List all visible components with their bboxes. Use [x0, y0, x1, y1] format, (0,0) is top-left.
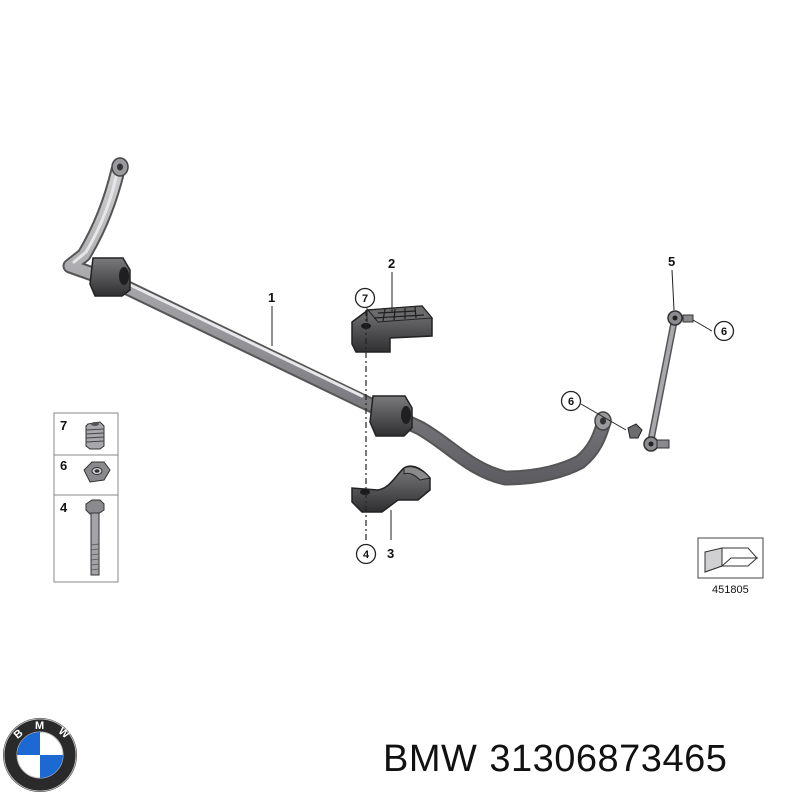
upper-bracket: [351, 305, 434, 353]
bar-bushing-right: [369, 395, 413, 437]
legend-number-4: 4: [60, 500, 68, 515]
svg-text:6: 6: [568, 396, 574, 408]
circled-callout-4: 4: [355, 543, 377, 565]
legend-number-6: 6: [60, 458, 67, 473]
circled-callout-7: 7: [354, 287, 376, 309]
hex-nut-icon: [83, 461, 111, 483]
direction-arrow-icon: [704, 547, 759, 573]
svg-text:6: 6: [721, 326, 727, 338]
part-caption: BMW 31306873465: [383, 738, 739, 781]
callout-part-2: 2: [388, 256, 395, 271]
legend-number-7: 7: [60, 418, 67, 433]
circled-callout-6-lower: 6: [560, 390, 582, 412]
drop-link: [643, 310, 694, 452]
fastener-legend: 7 6 4: [53, 412, 119, 583]
svg-text:4: 4: [363, 549, 370, 561]
circled-callout-6-upper: 6: [713, 320, 735, 342]
part-number: 31306873465: [489, 738, 728, 780]
svg-text:M: M: [35, 720, 44, 732]
bmw-logo: B M W: [3, 718, 77, 792]
leader-lines: [271, 269, 713, 540]
link-nut: [627, 423, 643, 439]
svg-text:7: 7: [362, 293, 368, 305]
diagram-number: 451805: [712, 584, 749, 596]
callout-part-1: 1: [268, 290, 275, 305]
callout-part-3: 3: [387, 546, 394, 561]
bolt-icon: [85, 499, 105, 576]
callout-part-5: 5: [668, 254, 675, 269]
brand-name: BMW: [383, 738, 478, 780]
diagram-reference-box: 451805: [697, 537, 764, 596]
stabilizer-bar: [62, 157, 612, 486]
bar-bushing-left: [89, 257, 131, 297]
threaded-insert-icon: [85, 421, 105, 450]
lower-bracket: [351, 465, 431, 513]
